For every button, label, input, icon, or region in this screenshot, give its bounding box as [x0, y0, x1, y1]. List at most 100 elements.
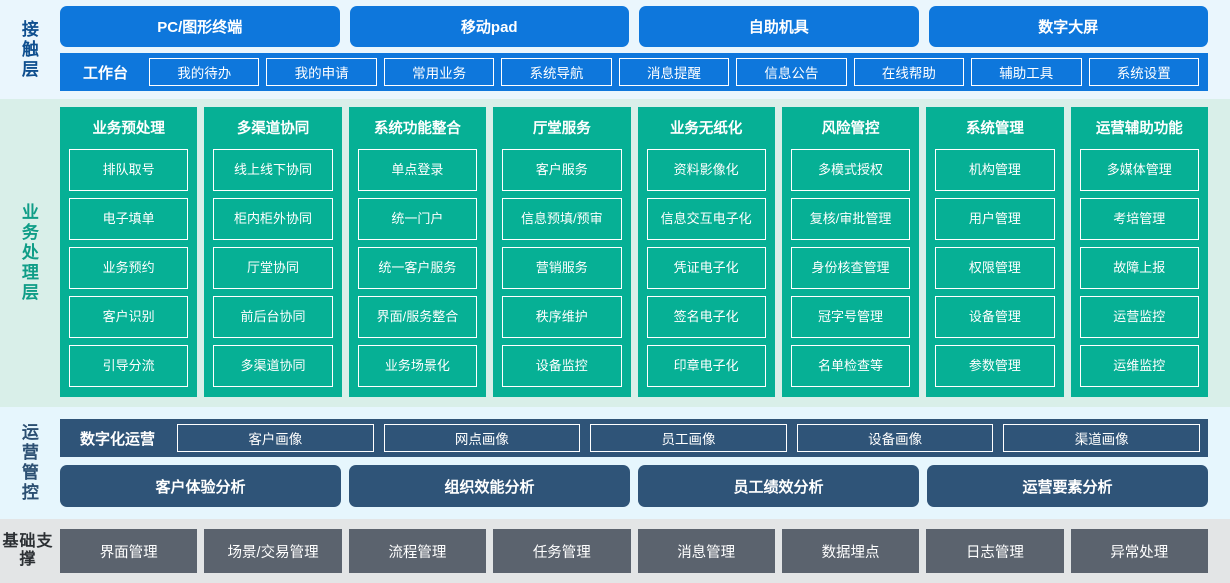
business-item[interactable]: 权限管理 — [935, 247, 1055, 289]
portrait-item[interactable]: 客户画像 — [177, 424, 374, 452]
business-item[interactable]: 印章电子化 — [646, 345, 766, 387]
business-item[interactable]: 凭证电子化 — [646, 247, 766, 289]
business-item[interactable]: 资料影像化 — [646, 149, 766, 191]
operations-layer-label: 运营管控 — [0, 407, 56, 519]
base-layer-body: 界面管理 场景/交易管理 流程管理 任务管理 消息管理 数据埋点 日志管理 异常… — [56, 519, 1230, 583]
business-layer: 业务处理层 业务预处理 排队取号 电子填单 业务预约 客户识别 引导分流 多渠道… — [0, 99, 1230, 407]
business-item[interactable]: 线上线下协同 — [213, 149, 333, 191]
business-item[interactable]: 营销服务 — [502, 247, 622, 289]
business-column-title: 系统管理 — [965, 121, 1024, 137]
workbench-item[interactable]: 我的待办 — [149, 58, 260, 86]
terminal-row: PC/图形终端 移动pad 自助机具 数字大屏 — [60, 6, 1208, 47]
business-item[interactable]: 秩序维护 — [502, 296, 622, 338]
workbench-title: 工作台 — [83, 64, 129, 82]
business-item[interactable]: 运营监控 — [1079, 296, 1199, 338]
business-item[interactable]: 电子填单 — [69, 198, 189, 240]
business-item[interactable]: 引导分流 — [69, 345, 189, 387]
business-item[interactable]: 客户识别 — [69, 296, 189, 338]
business-item[interactable]: 设备管理 — [935, 296, 1055, 338]
portrait-item[interactable]: 员工画像 — [590, 424, 787, 452]
business-item[interactable]: 多模式授权 — [790, 149, 911, 191]
base-item[interactable]: 流程管理 — [348, 529, 487, 573]
business-item[interactable]: 用户管理 — [935, 198, 1055, 240]
portrait-item[interactable]: 渠道画像 — [1003, 424, 1200, 452]
workbench-item[interactable]: 消息提醒 — [618, 58, 730, 86]
business-column-title: 系统功能整合 — [373, 121, 461, 137]
analysis-button[interactable]: 运营要素分析 — [927, 465, 1208, 507]
contact-layer-label-text: 接触层 — [18, 19, 38, 80]
business-item[interactable]: 统一客户服务 — [357, 247, 478, 289]
business-item[interactable]: 多渠道协同 — [213, 345, 333, 387]
business-column-title: 多渠道协同 — [236, 121, 310, 137]
terminal-button[interactable]: PC/图形终端 — [60, 6, 340, 47]
workbench-item[interactable]: 常用业务 — [383, 58, 495, 86]
business-item[interactable]: 复核/审批管理 — [790, 198, 911, 240]
business-layer-label-text: 业务处理层 — [18, 203, 38, 303]
workbench-item[interactable]: 系统导航 — [501, 58, 612, 86]
contact-layer-label: 接触层 — [0, 0, 56, 99]
business-column: 厅堂服务 客户服务 信息预填/预审 营销服务 秩序维护 设备监控 — [493, 107, 631, 397]
business-item[interactable]: 设备监控 — [502, 345, 622, 387]
business-item[interactable]: 签名电子化 — [646, 296, 766, 338]
business-column-title: 风险管控 — [821, 121, 880, 137]
base-item[interactable]: 任务管理 — [493, 529, 631, 573]
portrait-item[interactable]: 网点画像 — [383, 424, 581, 452]
business-item[interactable]: 单点登录 — [357, 149, 478, 191]
operations-layer: 运营管控 数字化运营 客户画像 网点画像 员工画像 设备画像 渠道画像 客户体验… — [0, 407, 1230, 519]
base-item[interactable]: 异常处理 — [1070, 529, 1208, 573]
business-item[interactable]: 信息预填/预审 — [502, 198, 622, 240]
business-column: 业务预处理 排队取号 电子填单 业务预约 客户识别 引导分流 — [60, 107, 198, 397]
terminal-button[interactable]: 自助机具 — [639, 6, 919, 47]
business-column-title: 运营辅助功能 — [1095, 121, 1183, 137]
business-item[interactable]: 统一门户 — [357, 198, 478, 240]
base-item[interactable]: 消息管理 — [637, 529, 775, 573]
business-column: 多渠道协同 线上线下协同 柜内柜外协同 厅堂协同 前后台协同 多渠道协同 — [204, 107, 342, 397]
business-item[interactable]: 业务场景化 — [357, 345, 478, 387]
business-item[interactable]: 名单检查等 — [790, 345, 911, 387]
analysis-button[interactable]: 客户体验分析 — [60, 465, 341, 507]
business-item[interactable]: 排队取号 — [69, 149, 189, 191]
business-item[interactable]: 前后台协同 — [213, 296, 333, 338]
contact-layer: 接触层 PC/图形终端 移动pad 自助机具 数字大屏 工作台 我的待办 我的申… — [0, 0, 1230, 99]
business-item[interactable]: 身份核查管理 — [790, 247, 911, 289]
business-item[interactable]: 冠字号管理 — [790, 296, 911, 338]
business-item[interactable]: 运维监控 — [1079, 345, 1199, 387]
digital-operations-row: 数字化运营 客户画像 网点画像 员工画像 设备画像 渠道画像 — [60, 419, 1208, 457]
business-item[interactable]: 界面/服务整合 — [357, 296, 478, 338]
workbench-item[interactable]: 系统设置 — [1088, 58, 1199, 86]
business-column: 系统管理 机构管理 用户管理 权限管理 设备管理 参数管理 — [926, 107, 1064, 397]
business-item[interactable]: 考培管理 — [1079, 198, 1199, 240]
analysis-button[interactable]: 组织效能分析 — [349, 465, 630, 507]
business-item[interactable]: 机构管理 — [935, 149, 1055, 191]
workbench-row: 工作台 我的待办 我的申请 常用业务 系统导航 消息提醒 信息公告 在线帮助 辅… — [60, 53, 1208, 91]
business-column: 风险管控 多模式授权 复核/审批管理 身份核查管理 冠字号管理 名单检查等 — [781, 107, 920, 397]
analysis-button[interactable]: 员工绩效分析 — [638, 465, 919, 507]
base-item[interactable]: 界面管理 — [60, 529, 198, 573]
business-item[interactable]: 信息交互电子化 — [646, 198, 766, 240]
business-item[interactable]: 柜内柜外协同 — [213, 198, 333, 240]
business-item[interactable]: 故障上报 — [1079, 247, 1199, 289]
workbench-item[interactable]: 在线帮助 — [853, 58, 965, 86]
business-item[interactable]: 多媒体管理 — [1079, 149, 1199, 191]
business-item[interactable]: 客户服务 — [502, 149, 622, 191]
terminal-button[interactable]: 移动pad — [349, 6, 629, 47]
business-column: 系统功能整合 单点登录 统一门户 统一客户服务 界面/服务整合 业务场景化 — [348, 107, 487, 397]
business-layer-label: 业务处理层 — [0, 99, 56, 407]
base-item[interactable]: 场景/交易管理 — [204, 529, 342, 573]
base-layer-label-text: 基础支撑 — [2, 532, 54, 568]
workbench-item[interactable]: 我的申请 — [266, 58, 377, 86]
business-item[interactable]: 参数管理 — [935, 345, 1055, 387]
base-item[interactable]: 日志管理 — [926, 529, 1064, 573]
business-layer-body: 业务预处理 排队取号 电子填单 业务预约 客户识别 引导分流 多渠道协同 线上线… — [56, 99, 1230, 407]
workbench-item[interactable]: 辅助工具 — [971, 58, 1082, 86]
operations-layer-label-text: 运营管控 — [18, 423, 38, 503]
terminal-button[interactable]: 数字大屏 — [928, 6, 1208, 47]
business-column: 运营辅助功能 多媒体管理 考培管理 故障上报 运营监控 运维监控 — [1070, 107, 1208, 397]
business-item[interactable]: 业务预约 — [69, 247, 189, 289]
portrait-item[interactable]: 设备画像 — [796, 424, 994, 452]
workbench-item[interactable]: 信息公告 — [736, 58, 847, 86]
base-layer: 基础支撑 界面管理 场景/交易管理 流程管理 任务管理 消息管理 数据埋点 日志… — [0, 519, 1230, 583]
business-item[interactable]: 厅堂协同 — [213, 247, 333, 289]
base-item[interactable]: 数据埋点 — [781, 529, 920, 573]
